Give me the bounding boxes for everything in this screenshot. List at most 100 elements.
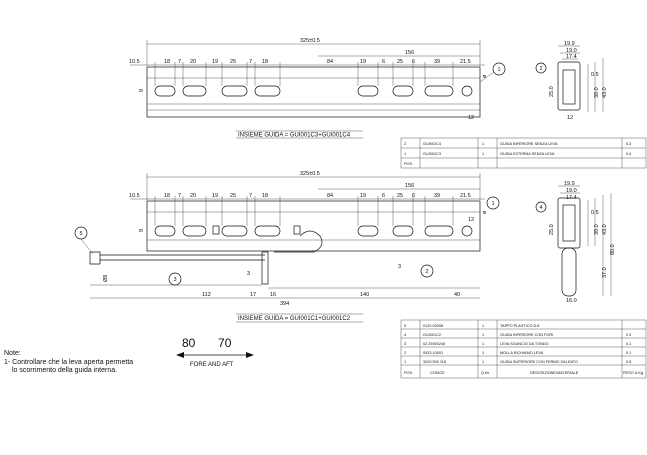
table-cell: 5 [404, 324, 406, 328]
dim-label: 20 [190, 59, 196, 65]
dim-label: 3 [398, 264, 401, 270]
dim-label: ø [482, 210, 488, 214]
table-cell: 1 [482, 324, 484, 328]
dim-label: 39.0 [594, 87, 600, 98]
bottom-assembly-title: INSIEME GUIDA = GUI001C1+GUI001C2 [238, 316, 351, 322]
dim-label: 10.5 [129, 59, 140, 65]
table-header: PESO U.Kg [623, 371, 643, 375]
table-cell: 0533 10001 [423, 351, 443, 355]
table-cell: 1 [482, 142, 484, 146]
dim-label: 19 [212, 193, 218, 199]
table-cell: GUIDA ESTERNA SENZA LEVA [500, 152, 555, 156]
balloon-label: 3 [174, 277, 177, 283]
dim-label: 19.9 [564, 181, 575, 187]
table-cell: GUI001C3 [423, 152, 441, 156]
balloon-label: 1 [498, 67, 501, 73]
dim-label: 7 [178, 59, 181, 65]
table-cell: 3200 500 118 [423, 360, 446, 364]
table-cell: 1 [482, 360, 484, 364]
balloon-1 [492, 62, 506, 76]
table-cell: 0.1 [626, 351, 631, 355]
table-cell: 0.5 [626, 360, 631, 364]
fore-aft-label: FORE AND AFT [190, 362, 234, 368]
dim-label: 25 [397, 59, 403, 65]
balloon-label: 1 [492, 201, 495, 207]
table-cell: MOLLA RICHIAMO LEVA [500, 351, 544, 355]
balloon-label: 5 [80, 231, 83, 237]
dim-label: ø [482, 74, 488, 78]
table-cell: 1 [404, 152, 406, 156]
dim-label: 39.0 [594, 224, 600, 235]
balloon-2b [420, 264, 434, 278]
balloon-1b [486, 196, 500, 210]
dim-label: 18 [262, 59, 268, 65]
dim-label: 20 [190, 193, 196, 199]
dim-label: 80.0 [610, 244, 616, 255]
table-cell: 0.3 [626, 333, 631, 337]
table-cell: 0.4 [626, 152, 631, 156]
table-cell: 1 [404, 360, 406, 364]
dim-label: 39 [434, 59, 440, 65]
table-cell: 1 [482, 333, 484, 337]
dim-label: Ø8 [103, 275, 109, 282]
dim-label: 7 [249, 59, 252, 65]
dim-label: 19 [212, 59, 218, 65]
table-cell: 4 [404, 333, 406, 337]
table-cell: 2 [404, 351, 406, 355]
dim-label: 3 [247, 271, 250, 277]
dim-label: 43.0 [602, 224, 608, 235]
bottom-overall-dim: 325±0.5 [300, 171, 320, 177]
dim-label: 112 [202, 292, 211, 298]
dim-label: 19 [360, 59, 366, 65]
dim-label: 84 [327, 193, 333, 199]
note-label: Note: [4, 350, 21, 357]
dim-label: 12 [468, 115, 474, 121]
bottom-rail-outline [146, 200, 481, 252]
dim-label: 19.0 [566, 188, 577, 194]
lever-knob [89, 251, 101, 265]
table-cell: LEVA SGANCIO DA TONDO [500, 342, 549, 346]
dim-label: 16.0 [566, 298, 577, 304]
top-rail-outline [146, 66, 481, 118]
table-cell: GUIDA INFERIORE SENZA LEVA [500, 142, 558, 146]
note-line: 1- Controllare che la leva aperta permet… [4, 358, 134, 366]
fore-aft-arrow [176, 352, 254, 358]
dim-label: 394 [280, 301, 289, 307]
table-cell: 3 [404, 342, 406, 346]
note-line: lo scorrimento della guida interna. [12, 367, 118, 374]
bottom-dim-156: 156 [405, 183, 414, 189]
table-cell: 1 [482, 351, 484, 355]
dim-label: 19.0 [566, 48, 577, 54]
dim-label: 140 [360, 292, 369, 298]
dim-label: 25 [397, 193, 403, 199]
lever [274, 230, 323, 253]
top-overall-dim: 325±0.5 [300, 38, 320, 44]
dim-label: 19.9 [564, 41, 575, 47]
dim-label: 17 [250, 292, 256, 298]
dim-label: 16 [270, 292, 276, 298]
dim-label: 6 [382, 193, 385, 199]
dim-label: 84 [327, 59, 333, 65]
dim-label: 39 [434, 193, 440, 199]
table-header: Q.t/n [481, 371, 489, 375]
dim-label: 7 [178, 193, 181, 199]
table-cell: 0.1 [626, 342, 631, 346]
table-cell: 0120 00008 [423, 324, 443, 328]
top-assembly-title: INSIEME GUIDA = GUI001C3+GUI001C4 [238, 133, 351, 139]
table-cell: 02 29300245 [423, 342, 445, 346]
dim-label: 17.4 [566, 54, 577, 60]
table-cell: 2 [404, 142, 406, 146]
bottom-section-view: 19.9 19.0 17.4 0.5 25.0 39.0 43.0 80.0 3… [535, 181, 616, 304]
dim-label: 43.0 [602, 87, 608, 98]
balloon-label: 2 [426, 269, 429, 275]
aft-value: 70 [218, 336, 232, 350]
table-cell: 0.3 [626, 142, 631, 146]
table-cell: GUIDA SUPERIORE CON FERMO SALDATO [500, 360, 578, 364]
dim-label: 37.0 [602, 267, 608, 278]
balloon-3 [168, 272, 182, 286]
dim-label: 10.5 [129, 193, 140, 199]
table-header: POS. [404, 371, 413, 375]
table-cell: GUIDA INFERIORE CON FORI [500, 333, 553, 337]
